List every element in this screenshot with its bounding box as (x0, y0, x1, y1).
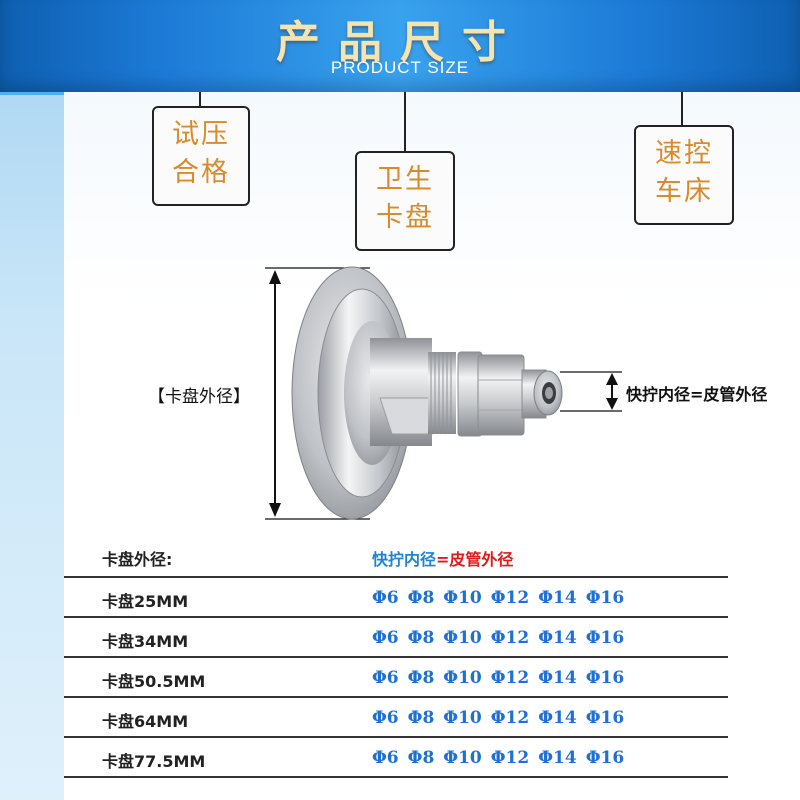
diameter-option: Φ12 (490, 708, 530, 728)
tag-text: 车床 (655, 176, 713, 207)
quick-connector (521, 369, 563, 419)
tag-text: 卫生 (376, 164, 434, 195)
tag-string (199, 92, 201, 108)
clamp-size-cell: 卡盘50.5MM (102, 672, 206, 691)
clamp-size-cell: 卡盘34MM (102, 632, 189, 651)
diameter-option: Φ12 (490, 628, 530, 648)
diameter-option: Φ8 (407, 708, 435, 728)
row-divider (64, 656, 728, 658)
tag-cnc-lathe: 速控 车床 (634, 125, 734, 225)
diameter-option: Φ8 (407, 668, 435, 688)
tag-sanitary-clamp: 卫生 卡盘 (355, 151, 455, 251)
tag-text: 试压 (172, 119, 230, 150)
diameter-option: Φ6 (372, 708, 399, 728)
clamp-flange (291, 266, 456, 520)
diameter-options-cell: Φ6 Φ8 Φ10 Φ12 Φ14 Φ16 (372, 588, 624, 608)
table-header-row: 卡盘外径: 快拧内径=皮管外径 (64, 536, 728, 578)
diameter-options-cell: Φ6 Φ8 Φ10 Φ12 Φ14 Φ16 (372, 708, 624, 728)
diameter-option: Φ14 (538, 748, 577, 768)
header-col-size: 快拧内径=皮管外径 (372, 546, 513, 570)
diameter-option: Φ16 (585, 628, 625, 648)
tag-pressure-tested: 试压 合格 (152, 106, 250, 206)
diameter-options-cell: Φ6 Φ8 Φ10 Φ12 Φ14 Φ16 (372, 668, 624, 688)
diameter-option: Φ10 (443, 748, 482, 768)
diameter-option: Φ14 (538, 588, 577, 608)
diameter-option: Φ10 (443, 628, 482, 648)
inner-diameter-dimension (560, 371, 622, 412)
inner-diameter-label: 快拧内径=皮管外径 (626, 385, 768, 404)
diameter-option: Φ10 (443, 668, 482, 688)
table-row: 卡盘50.5MM Φ6 Φ8 Φ10 Φ12 Φ14 Φ16 (64, 658, 728, 698)
tag-string (681, 92, 683, 126)
outer-diameter-label: 【卡盘外径】 (148, 387, 250, 407)
clamp-size-cell: 卡盘25MM (102, 592, 189, 611)
diameter-option: Φ16 (585, 708, 625, 728)
clamp-size-cell: 卡盘64MM (102, 712, 189, 731)
diameter-option: Φ12 (490, 668, 530, 688)
diameter-option: Φ14 (538, 668, 577, 688)
diameter-option: Φ12 (490, 748, 530, 768)
diameter-option: Φ14 (538, 628, 577, 648)
page-title: 产品尺寸 (276, 17, 524, 68)
diameter-options-cell: Φ6 Φ8 Φ10 Φ12 Φ14 Φ16 (372, 748, 624, 768)
header-hose-diameter: =皮管外径 (436, 550, 514, 569)
fitting-illustration (265, 266, 622, 520)
table-row: 卡盘64MM Φ6 Φ8 Φ10 Φ12 Φ14 Φ16 (64, 698, 728, 738)
row-divider (64, 696, 728, 698)
diameter-option: Φ16 (585, 748, 625, 768)
page-subtitle: PRODUCT SIZE (330, 58, 470, 77)
hex-nut (457, 351, 525, 437)
diameter-option: Φ16 (585, 668, 625, 688)
diameter-option: Φ12 (490, 588, 530, 608)
diameter-option: Φ6 (372, 668, 399, 688)
row-divider (64, 736, 728, 738)
diameter-option: Φ16 (585, 588, 625, 608)
tag-text: 速控 (655, 138, 713, 169)
tag-text: 卡盘 (376, 202, 434, 233)
clamp-size-cell: 卡盘77.5MM (102, 752, 206, 771)
tag-text: 合格 (172, 157, 230, 188)
row-divider (64, 616, 728, 618)
diameter-option: Φ10 (443, 588, 482, 608)
diameter-option: Φ6 (372, 588, 399, 608)
table-row: 卡盘25MM Φ6 Φ8 Φ10 Φ12 Φ14 Φ16 (64, 578, 728, 618)
header-col-clamp: 卡盘外径: (102, 550, 173, 569)
diameter-option: Φ6 (372, 628, 399, 648)
tag-string (404, 92, 406, 152)
table-row: 卡盘34MM Φ6 Φ8 Φ10 Φ12 Φ14 Φ16 (64, 618, 728, 658)
header-inner-diameter: 快拧内径 (372, 550, 437, 569)
diameter-option: Φ8 (407, 748, 435, 768)
diameter-options-cell: Φ6 Φ8 Φ10 Φ12 Φ14 Φ16 (372, 628, 624, 648)
table-row: 卡盘77.5MM Φ6 Φ8 Φ10 Φ12 Φ14 Φ16 (64, 738, 728, 778)
diameter-option: Φ14 (538, 708, 577, 728)
diameter-option: Φ8 (407, 588, 435, 608)
diameter-option: Φ10 (443, 708, 482, 728)
diameter-option: Φ8 (407, 628, 435, 648)
row-divider (64, 576, 728, 578)
diameter-option: Φ6 (372, 748, 399, 768)
row-divider (64, 776, 728, 778)
